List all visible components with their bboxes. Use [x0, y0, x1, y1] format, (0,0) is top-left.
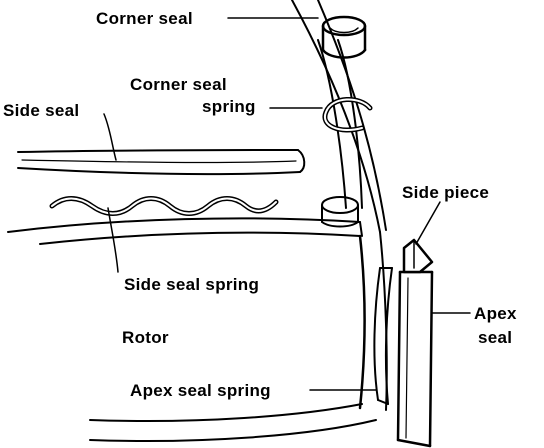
- leader-side-seal-spring: [107, 207, 119, 273]
- side-seal-spring: [49, 196, 279, 216]
- apex-seal-bar: [396, 270, 434, 448]
- side-seal-strip: [17, 149, 306, 176]
- label-apex-seal-spring: Apex seal spring: [130, 381, 271, 400]
- label-side-seal: Side seal: [3, 101, 80, 120]
- label-side-piece: Side piece: [402, 183, 490, 202]
- corner-seal-cylinder: [321, 15, 367, 59]
- label-apex-seal-line2: seal: [478, 328, 513, 347]
- seal-groove: [317, 39, 363, 209]
- label-corner-seal: Corner seal: [96, 9, 193, 28]
- leader-side-seal: [103, 113, 117, 161]
- side-piece-wedge: [402, 238, 434, 274]
- apex-seal-spring: [373, 267, 393, 405]
- label-rotor: Rotor: [122, 328, 169, 347]
- label-side-seal-spring: Side seal spring: [124, 275, 260, 294]
- label-apex-seal-line1: Apex: [474, 304, 517, 323]
- corner-seal-spring-clip: [322, 97, 373, 133]
- rotor-body: [7, 217, 377, 443]
- rotor-housing: [291, 0, 388, 411]
- seated-corner-seal: [321, 196, 359, 228]
- label-corner-seal-spring-line2: spring: [202, 97, 256, 116]
- leader-side-piece: [415, 201, 441, 245]
- leader-lines: [103, 17, 471, 391]
- label-corner-seal-spring-line1: Corner seal: [130, 75, 227, 94]
